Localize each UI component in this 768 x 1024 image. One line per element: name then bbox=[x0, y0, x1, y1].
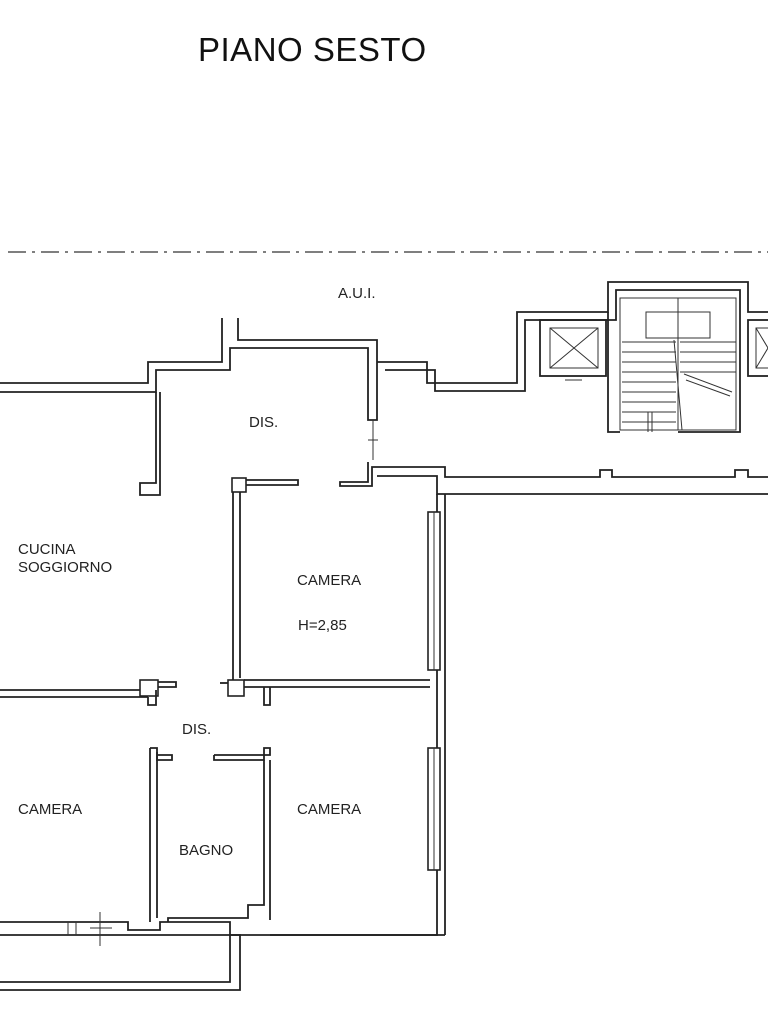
label-height: H=2,85 bbox=[298, 617, 347, 634]
label-soggiorno: SOGGIORNO bbox=[18, 559, 112, 576]
label-camera-left: CAMERA bbox=[18, 801, 82, 818]
label-camera-right: CAMERA bbox=[297, 801, 361, 818]
label-camera-center: CAMERA bbox=[297, 572, 361, 589]
window-marks bbox=[427, 511, 441, 871]
label-dis-mid: DIS. bbox=[182, 721, 211, 738]
plan-title: PIANO SESTO bbox=[198, 31, 427, 68]
interior-walls bbox=[0, 477, 430, 922]
label-cucina: CUCINA bbox=[18, 541, 76, 558]
elevator-left bbox=[539, 319, 607, 381]
terrace-marks bbox=[67, 912, 112, 946]
elevator-right bbox=[747, 319, 768, 377]
outer-walls bbox=[0, 281, 768, 991]
label-aui: A.U.I. bbox=[338, 285, 376, 302]
staircase bbox=[607, 297, 741, 433]
label-dis-top: DIS. bbox=[249, 414, 278, 431]
label-bagno: BAGNO bbox=[179, 842, 233, 859]
